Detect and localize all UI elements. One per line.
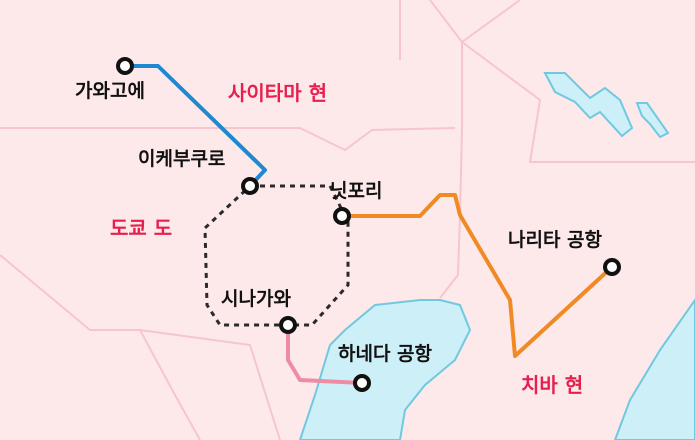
saitama-ibaraki-border xyxy=(461,41,695,163)
kanagawa-inner-border xyxy=(139,329,281,440)
station-marker-kawagoe[interactable] xyxy=(116,57,134,75)
keisei-line xyxy=(342,193,614,358)
station-marker-ikebukuro[interactable] xyxy=(241,177,259,195)
station-marker-nippori[interactable] xyxy=(333,207,351,225)
region-label-saitama: 사이타마 현 xyxy=(228,81,327,105)
yamanote-line xyxy=(203,184,350,327)
station-marker-haneda[interactable] xyxy=(353,374,371,392)
region-label-chiba: 치바 현 xyxy=(521,373,584,397)
station-label-nippori: 닛포리 xyxy=(330,180,383,202)
tobu-line xyxy=(125,64,267,188)
lake-small xyxy=(635,102,670,139)
tokyo-bay xyxy=(298,299,472,440)
station-label-kawagoe: 가와고에 xyxy=(75,80,145,102)
station-label-narita: 나리타 공항 xyxy=(508,229,603,251)
border-ne xyxy=(461,0,521,43)
saitama-tokyo-border xyxy=(0,127,456,152)
tokyo-chiba-border xyxy=(429,0,463,299)
keikyu-line xyxy=(286,325,363,385)
station-label-shinagawa: 시나가와 xyxy=(221,288,291,310)
station-marker-narita[interactable] xyxy=(603,258,621,276)
station-marker-shinagawa[interactable] xyxy=(279,316,297,334)
station-label-haneda: 하네다 공항 xyxy=(338,343,433,365)
lake-inba xyxy=(543,72,634,138)
station-label-ikebukuro: 이케부쿠로 xyxy=(138,148,226,170)
pacific-ocean xyxy=(613,298,695,440)
region-label-tokyo: 도쿄 도 xyxy=(110,216,173,240)
